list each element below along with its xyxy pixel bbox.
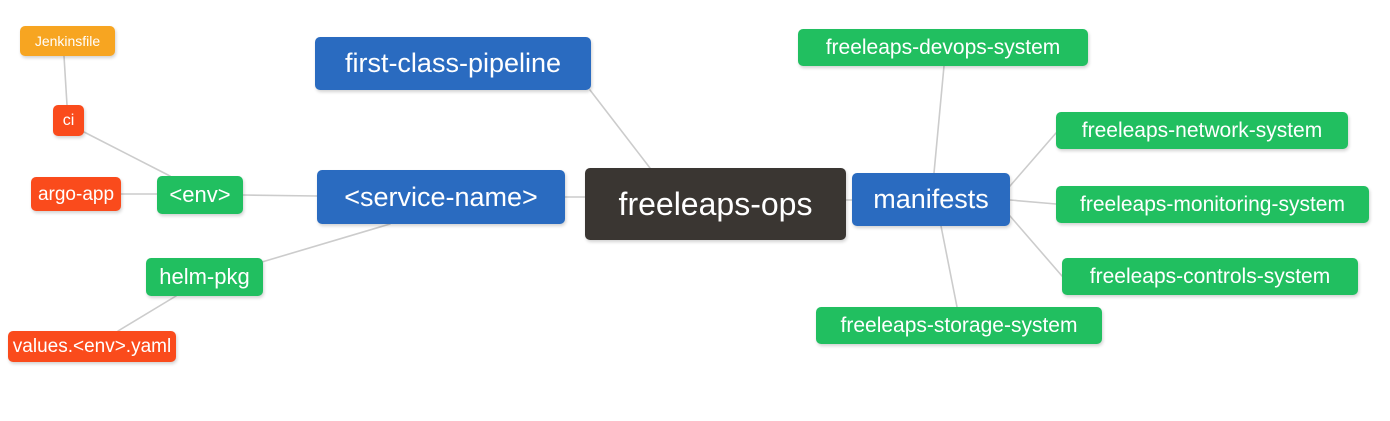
edge-helm-pkg-to-values <box>117 295 177 332</box>
node-freeleaps-storage-system[interactable]: freeleaps-storage-system <box>816 307 1102 344</box>
node-jenkinsfile[interactable]: Jenkinsfile <box>20 26 115 56</box>
node-first-class-pipeline[interactable]: first-class-pipeline <box>315 37 591 90</box>
edge-manifests-to-monitoring <box>1009 199 1057 205</box>
edge-devops-to-manifests <box>933 65 945 174</box>
node-helm-pkg[interactable]: helm-pkg <box>146 258 263 296</box>
edge-manifests-to-network <box>1009 132 1057 187</box>
node-freeleaps-devops-system[interactable]: freeleaps-devops-system <box>798 29 1088 66</box>
edge-service-name-to-helm-pkg <box>261 223 391 263</box>
node-manifests[interactable]: manifests <box>852 173 1010 226</box>
node-freeleaps-network-system[interactable]: freeleaps-network-system <box>1056 112 1348 149</box>
edge-manifests-to-storage <box>940 225 958 308</box>
edge-env-to-service-name <box>242 194 318 197</box>
node-freeleaps-ops-root[interactable]: freeleaps-ops <box>585 168 846 240</box>
node-ci[interactable]: ci <box>53 105 84 136</box>
edge-ci-to-env <box>83 131 171 177</box>
node-values-env-yaml[interactable]: values.<env>.yaml <box>8 331 176 362</box>
edge-manifests-to-controls <box>1009 215 1063 277</box>
node-freeleaps-monitoring-system[interactable]: freeleaps-monitoring-system <box>1056 186 1369 223</box>
node-argo-app[interactable]: argo-app <box>31 177 121 211</box>
edge-jenkinsfile-to-ci <box>63 55 68 106</box>
node-freeleaps-controls-system[interactable]: freeleaps-controls-system <box>1062 258 1358 295</box>
node-service-name[interactable]: <service-name> <box>317 170 565 224</box>
edge-pipeline-to-freeleaps-ops <box>589 89 651 169</box>
node-env[interactable]: <env> <box>157 176 243 214</box>
